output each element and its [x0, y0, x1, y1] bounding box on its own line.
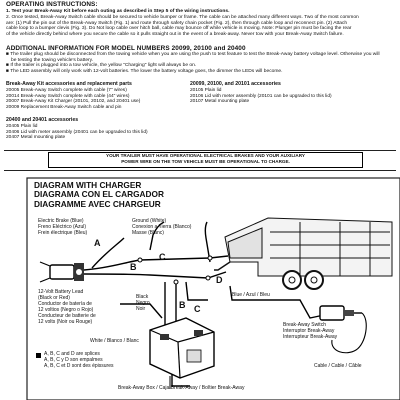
break-away-box-label: Break-Away Box / Caja Break-Away / Boîti… [118, 385, 245, 391]
ground-label: Ground (White) Conexion a Tierra (Blanco… [132, 218, 192, 237]
label-line: Electric Brake (Blue) [38, 218, 84, 224]
model-info-text: be testing the towing vehicle's battery. [11, 57, 94, 63]
list-item: 20014 Break-Away Switch complete with ca… [6, 93, 130, 99]
list-item: 20107 Metal mounting plate [190, 99, 250, 105]
splice-letter-b-2: B [179, 300, 186, 310]
label-line: Negro [136, 299, 150, 306]
label-line: Masse (Blanc) [132, 229, 164, 236]
blue-wire-label: Blue / Azul / Bleu [232, 292, 270, 298]
list-item: 20009 Replacement Break-Away Switch cabl… [6, 104, 122, 110]
splice-letter-c: C [159, 252, 166, 262]
model-info-line: ■ If the trailer is plugged into a tow v… [6, 63, 197, 69]
label-line: Conexion a Tierra (Blanco) [132, 223, 192, 230]
splice-b-marker [173, 279, 179, 285]
model-info-text: The LED assembly will only work with 12-… [10, 69, 283, 75]
splice-c-marker [207, 255, 213, 261]
parts-heading: Break-Away Kit accessories and replaceme… [6, 81, 132, 87]
electric-brake-label: Electric Brake (Blue) Freno Eléctrico (A… [38, 218, 88, 237]
label-line: (Black or Red) [38, 294, 70, 301]
list-item: 20007 Break-Away Kit Charger (20101, 201… [6, 99, 141, 105]
model-info-heading: ADDITIONAL INFORMATION FOR MODEL NUMBERS… [6, 45, 246, 52]
battery-lead-label: 12-Volt Battery Lead (Black or Red) Cond… [38, 289, 96, 325]
diagram-title-es: DIAGRAMA CON EL CARGADOR [34, 189, 164, 200]
break-away-switch-label: Break-Away Switch Interruptor Break-Away… [283, 322, 338, 341]
trailer-plug-icon [39, 261, 84, 283]
instruction-step-2-line: cable loop to a bumper clevis (Fig. 3). … [6, 26, 352, 32]
model-info-line: ■ The LED assembly will only work with 1… [6, 69, 283, 75]
legend-square-icon [36, 353, 41, 358]
list-item: 20406 Lid with meter assembly (20401 can… [6, 129, 148, 135]
label-line: Freno Eléctrico (Azul) [38, 223, 87, 230]
break-away-switch-icon [319, 305, 367, 354]
splice-a-marker [137, 257, 143, 263]
divider [4, 150, 396, 151]
model-info-bullets: ■ The trailer plug should be disconnecte… [6, 52, 398, 75]
instruction-step-1: 1. Test your Break-Away Kit before each … [6, 9, 230, 14]
diagram-title-en: DIAGRAM WITH CHARGER [34, 180, 142, 190]
label-line: 12 volts (Noir ou Rouge) [38, 318, 93, 325]
label-line: Black [136, 294, 149, 300]
instruction-step-2-line: 2. Once tested, Break-Away Switch cable … [6, 15, 359, 20]
label-line: A, B, C y D son empalmes [44, 356, 103, 363]
label-line: Interruptor Break-Away [283, 327, 335, 334]
label-line: A, B, C et D sont des épissures [44, 362, 114, 369]
list-item: 20106 Lid with meter assembly (20101 can… [190, 93, 332, 99]
instruction-step-2-line: are: (1) Pull the pin out of the Break-A… [6, 20, 348, 26]
white-wire-label: White / Blanco / Blanc [90, 338, 139, 344]
splice-letter-c-2: C [194, 304, 201, 314]
splice-letter-b: B [130, 262, 137, 272]
label-line: Break-Away Switch [283, 322, 326, 328]
cable-label: Cable / Cable / Câble [314, 363, 362, 369]
model-info-line: be testing the towing vehicle's battery. [6, 58, 398, 64]
list-item: 20407 Metal mounting plate [6, 135, 66, 141]
splice-letter-a: A [94, 238, 101, 248]
operating-instructions-heading: OPERATING INSTRUCTIONS: [6, 1, 98, 8]
list-item: 20005 Break-Away Switch complete with ca… [6, 88, 127, 93]
parts-list: 20005 Break-Away Switch complete with ca… [6, 88, 140, 110]
label-line: Noir [136, 305, 146, 312]
label-line: A, B, C and D are splices [44, 351, 100, 357]
label-line: Conducteur de batterie de [38, 312, 96, 319]
diagram-title: DIAGRAM WITH CHARGER DIAGRAMA CON EL CAR… [34, 180, 164, 209]
model-info-text: If the trailer is plugged into a tow veh… [10, 63, 197, 69]
model-info-line: ■ The trailer plug should be disconnecte… [6, 52, 380, 57]
divider [4, 170, 396, 171]
accessories-list: 20105 Plain lid 20106 Lid with meter ass… [190, 88, 332, 105]
label-line: Frein électrique (Bleu) [38, 229, 88, 236]
label-line: 12 voltios (Negro o Rojo) [38, 306, 94, 313]
splice-letter-d: D [216, 275, 223, 285]
trailer-icon [214, 217, 393, 290]
model-info-text: The trailer plug should be disconnected … [10, 52, 380, 57]
label-line: Conductor de batería de [38, 300, 92, 307]
accessories-400-heading: 20400 and 20401 accessories [6, 117, 79, 123]
diagram-title-fr: DIAGRAMME AVEC CHARGEUR [34, 198, 161, 209]
accessories-400-list: 20405 Plain lid 20406 Lid with meter ass… [6, 124, 148, 141]
instruction-step-2-line: of the vehicle directly behind where you… [6, 32, 344, 38]
accessories-heading: 20099, 20100, and 20101 accessories [190, 81, 281, 87]
break-away-box-icon [149, 317, 215, 389]
label-line: 12-Volt Battery Lead [38, 289, 84, 295]
splice-legend: A, B, C and D are splices A, B, C y D so… [44, 351, 114, 370]
label-line: Ground (White) [132, 218, 167, 224]
list-item: 20405 Plain lid [6, 124, 38, 129]
splice-d-marker [205, 275, 211, 281]
list-item: 20105 Plain lid [190, 88, 222, 93]
warning-box: YOUR TRAILER MUST HAVE OPERATIONAL ELECT… [48, 152, 363, 168]
black-wire-label: Black Negro Noir [136, 294, 150, 313]
splice-markers [137, 255, 213, 285]
warning-line: YOUR TRAILER MUST HAVE OPERATIONAL ELECT… [106, 153, 305, 158]
instruction-step-2: 2. Once tested, Break-Away Switch cable … [6, 15, 396, 38]
warning-line: POWER WIRE ON THE TOW VEHICLE MUST BE OP… [121, 159, 290, 164]
diagram-frame [26, 177, 400, 400]
label-line: Interrupteur Break-Away [283, 333, 338, 340]
